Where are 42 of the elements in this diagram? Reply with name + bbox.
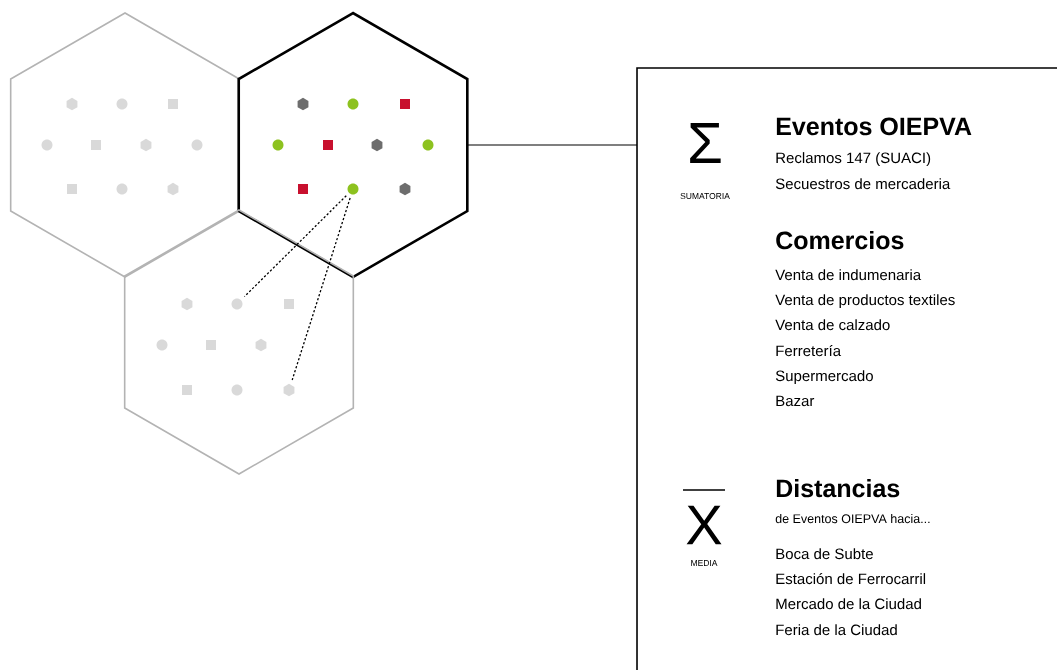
square-marker bbox=[298, 184, 308, 194]
list-item: Feria de la Ciudad bbox=[776, 624, 897, 636]
hexagon-marker bbox=[181, 297, 193, 311]
symbol-caption: SUMATORIA bbox=[680, 193, 730, 199]
list-item: Venta de productos textiles bbox=[775, 294, 955, 309]
list-item: Venta de calzado bbox=[775, 319, 890, 331]
dotted-line bbox=[243, 195, 347, 298]
list-item: Ferretería bbox=[776, 344, 842, 357]
section-heading: Eventos OIEPVA bbox=[776, 117, 972, 136]
list-item: Boca de Subte bbox=[776, 548, 873, 560]
square-marker bbox=[168, 99, 178, 109]
hexagon-marker bbox=[283, 383, 295, 397]
square-marker bbox=[182, 385, 192, 395]
square-marker bbox=[67, 184, 77, 194]
section-subheading: de Eventos OIEPVA hacia... bbox=[775, 513, 930, 524]
hexagon-cell bbox=[123, 209, 355, 475]
list-item: Bazar bbox=[776, 395, 815, 407]
square-marker bbox=[91, 140, 101, 150]
list-item: Venta de indumenaria bbox=[775, 269, 922, 281]
list-item: Mercado de la Ciudad bbox=[776, 598, 921, 610]
symbol-caption: MEDIA bbox=[691, 560, 718, 566]
square-marker bbox=[323, 140, 333, 150]
hexagon-marker bbox=[255, 338, 267, 352]
square-marker bbox=[400, 99, 410, 109]
list-item: Secuestros de mercaderia bbox=[775, 178, 951, 190]
square-marker bbox=[206, 340, 216, 350]
dotted-line bbox=[291, 197, 351, 381]
list-item: Reclamos 147 (SUACI) bbox=[776, 152, 931, 167]
hexagon-marker bbox=[371, 138, 383, 152]
hexagon-marker bbox=[167, 182, 179, 196]
square-marker bbox=[284, 299, 294, 309]
hexagon-marker bbox=[140, 138, 152, 152]
section-heading: Distancias bbox=[776, 478, 900, 498]
hexagon-marker bbox=[399, 182, 411, 196]
hexagon-cell bbox=[237, 11, 469, 279]
list-item: Estación de Ferrocarril bbox=[776, 572, 926, 585]
hexagon-marker bbox=[297, 97, 309, 111]
section-heading: Comercios bbox=[776, 230, 904, 250]
list-item: Supermercado bbox=[775, 370, 873, 385]
sum-symbol: Σ bbox=[690, 123, 721, 163]
connector-line bbox=[466, 144, 638, 146]
hexagon-marker bbox=[66, 97, 78, 111]
